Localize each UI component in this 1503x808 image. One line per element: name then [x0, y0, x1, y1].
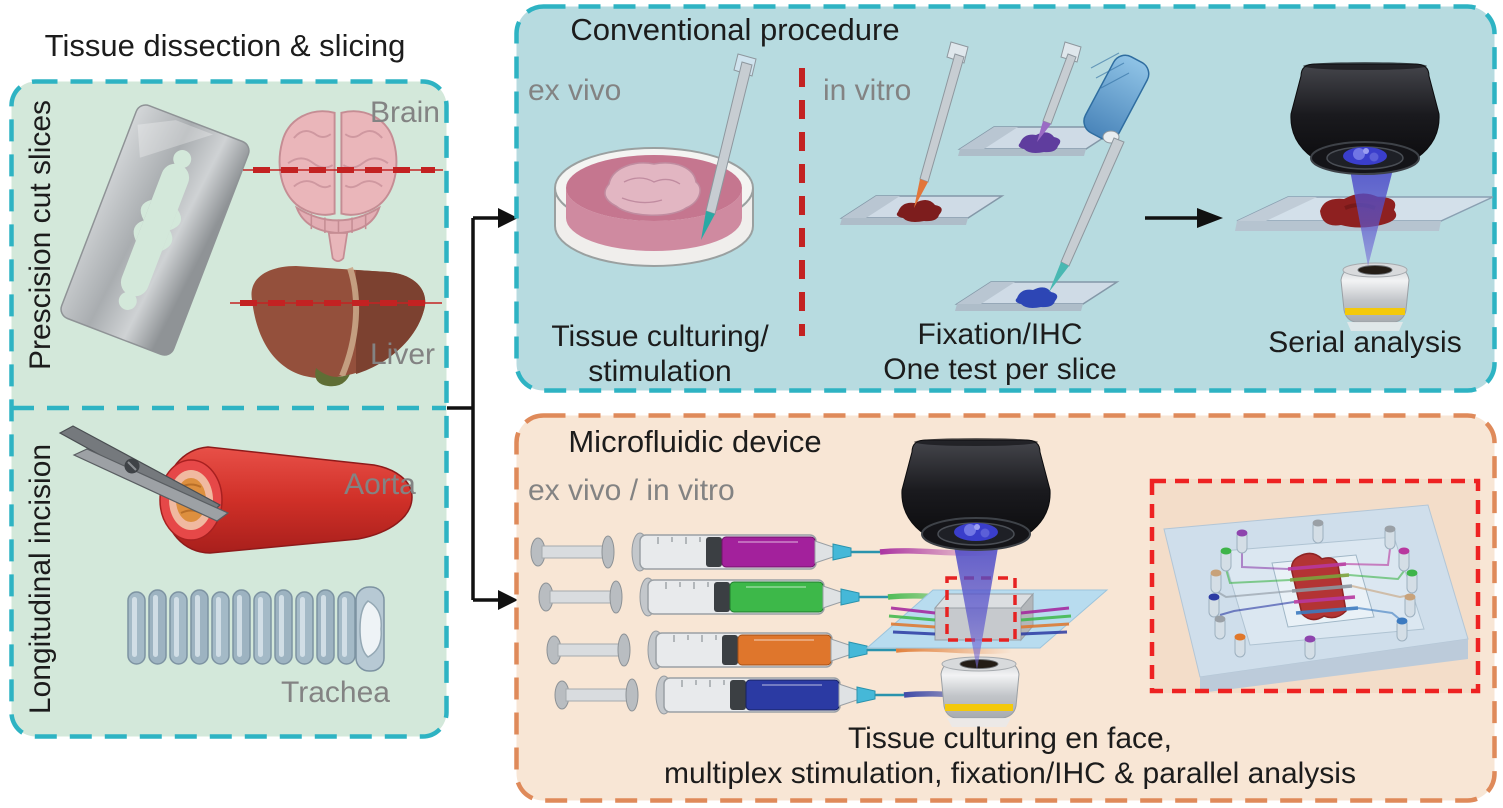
section-label-longitudinal-incision: Longitudinal incision — [24, 443, 57, 715]
caption-tissue-culturing: Tissue culturing/ stimulation — [551, 320, 769, 388]
aorta-icon — [58, 425, 413, 554]
syringe-icon — [554, 675, 1021, 715]
fluorescence-cone-icon — [951, 530, 1001, 670]
conventional-panel-background — [514, 4, 1497, 393]
microscope-objective-icon — [901, 438, 1051, 551]
caption-serial-analysis: Serial analysis — [1268, 326, 1462, 359]
caption-fixation: Fixation/IHC One test per slice — [883, 318, 1117, 386]
trachea-icon — [127, 586, 385, 672]
syringe-icon — [538, 577, 1005, 617]
syringe-icon — [546, 630, 1013, 670]
fluorescence-cone-icon — [1347, 154, 1397, 266]
microfluidic-panel-title: Microfluidic device — [568, 424, 822, 459]
petri-dish-icon — [554, 53, 757, 267]
serial-analysis-scene — [1235, 62, 1494, 331]
tissue-sample — [1290, 552, 1347, 621]
micropipette-icon — [1049, 52, 1150, 292]
conventional-panel-title: Conventional procedure — [570, 12, 900, 47]
microscope-objective-icon — [1290, 62, 1440, 175]
scissors-icon — [58, 425, 230, 522]
port-cylinders — [1208, 519, 1418, 660]
inset-dashed-border — [1149, 478, 1481, 694]
brain-icon — [278, 110, 398, 262]
caption-microfluidic: Tissue culturing en face, multiplex stim… — [664, 722, 1356, 790]
microfluidic-imaging-scene — [865, 438, 1109, 727]
liver-icon — [251, 266, 426, 387]
brain-label: Brain — [369, 96, 440, 129]
flow-arrow-icon — [1145, 208, 1223, 228]
objective-lens-icon — [1340, 262, 1410, 331]
fixation-ihc-scene — [839, 41, 1150, 311]
branch-connector-icon — [447, 208, 518, 610]
aorta-label: Aorta — [344, 468, 416, 501]
ex-vivo-label: ex vivo — [528, 74, 622, 107]
microfluidic-device-3d-icon — [1149, 478, 1481, 694]
microscope-slide-icon — [839, 195, 1005, 225]
divider-line-icon — [799, 68, 805, 336]
cut-line-icon — [243, 167, 443, 173]
serological-pipette-icon — [1037, 41, 1082, 142]
in-vitro-label: in vitro — [823, 74, 912, 107]
cut-line-icon — [230, 300, 442, 306]
ex-vivo-in-vitro-label: ex vivo / in vitro — [528, 474, 735, 507]
syringe-icon — [530, 532, 997, 572]
objective-lens-icon — [940, 656, 1020, 727]
left-panel-title: Tissue dissection & slicing — [44, 28, 406, 63]
liver-label: Liver — [369, 338, 435, 371]
serological-pipette-icon — [701, 53, 757, 240]
microscope-slide-icon — [954, 281, 1120, 311]
razor-blade-icon — [60, 104, 250, 356]
trachea-label: Trachea — [281, 676, 390, 709]
serological-pipette-icon — [914, 41, 969, 208]
